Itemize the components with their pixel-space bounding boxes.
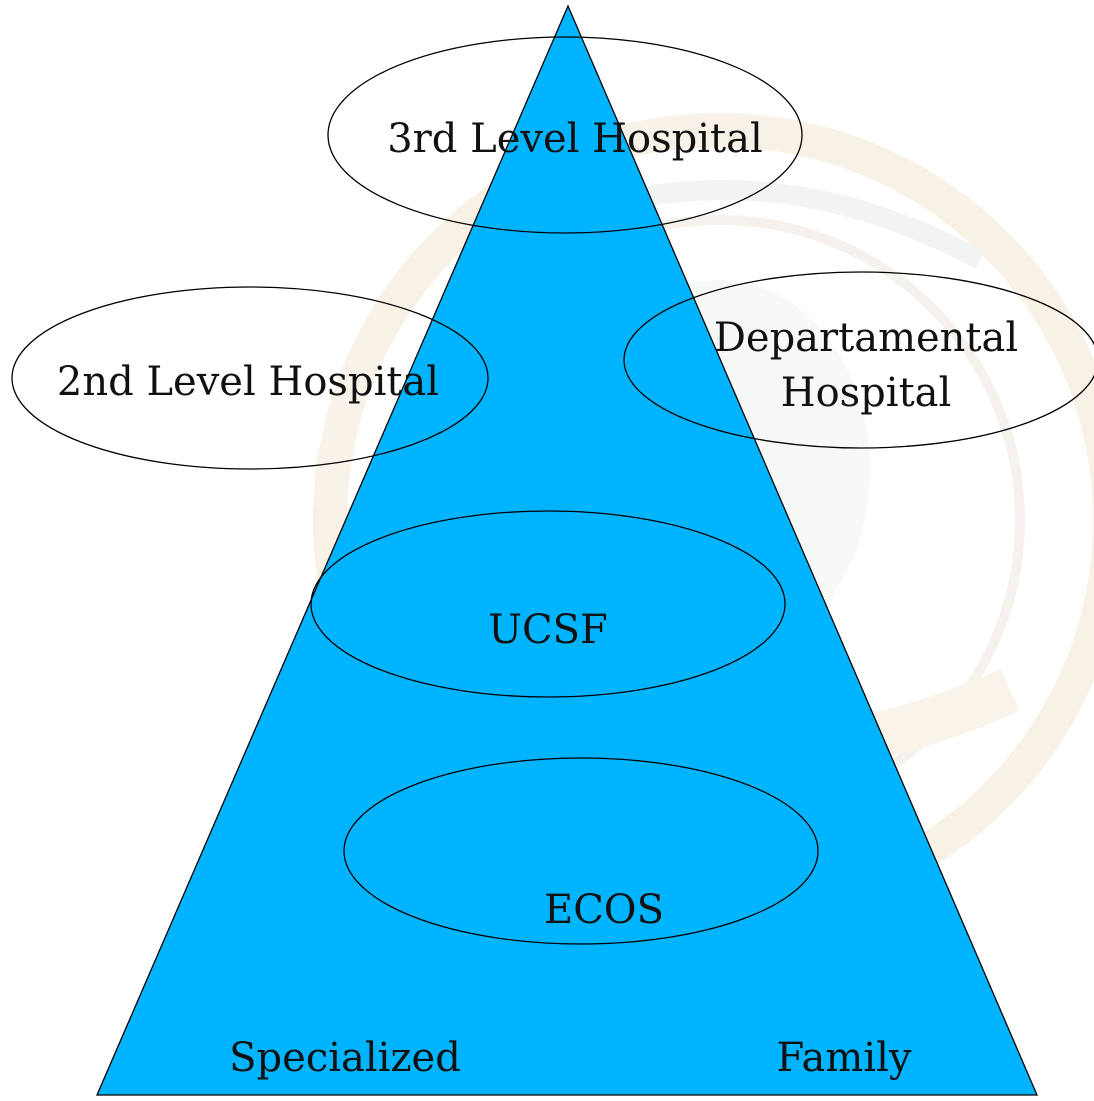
specialized-label: Specialized [229, 1035, 461, 1081]
second-level-hospital-ellipse[interactable] [11, 286, 489, 470]
third-level-hospital-ellipse[interactable] [327, 36, 803, 234]
ucsf-label: UCSF [488, 607, 607, 653]
family-label: Family [777, 1035, 912, 1081]
ecos-label: ECOS [544, 887, 664, 933]
departamental-hospital-ellipse[interactable] [623, 271, 1094, 449]
pyramid [96, 4, 1038, 1096]
third-level-hospital-label: 3rd Level Hospital [387, 116, 763, 162]
departamental-hospital-label-line1: Departamental [714, 315, 1018, 361]
second-level-hospital-label: 2nd Level Hospital [57, 359, 439, 405]
departamental-hospital-label-line2: Hospital [781, 370, 952, 416]
ecos-ellipse[interactable] [343, 757, 819, 945]
ucsf-ellipse[interactable] [310, 510, 786, 698]
